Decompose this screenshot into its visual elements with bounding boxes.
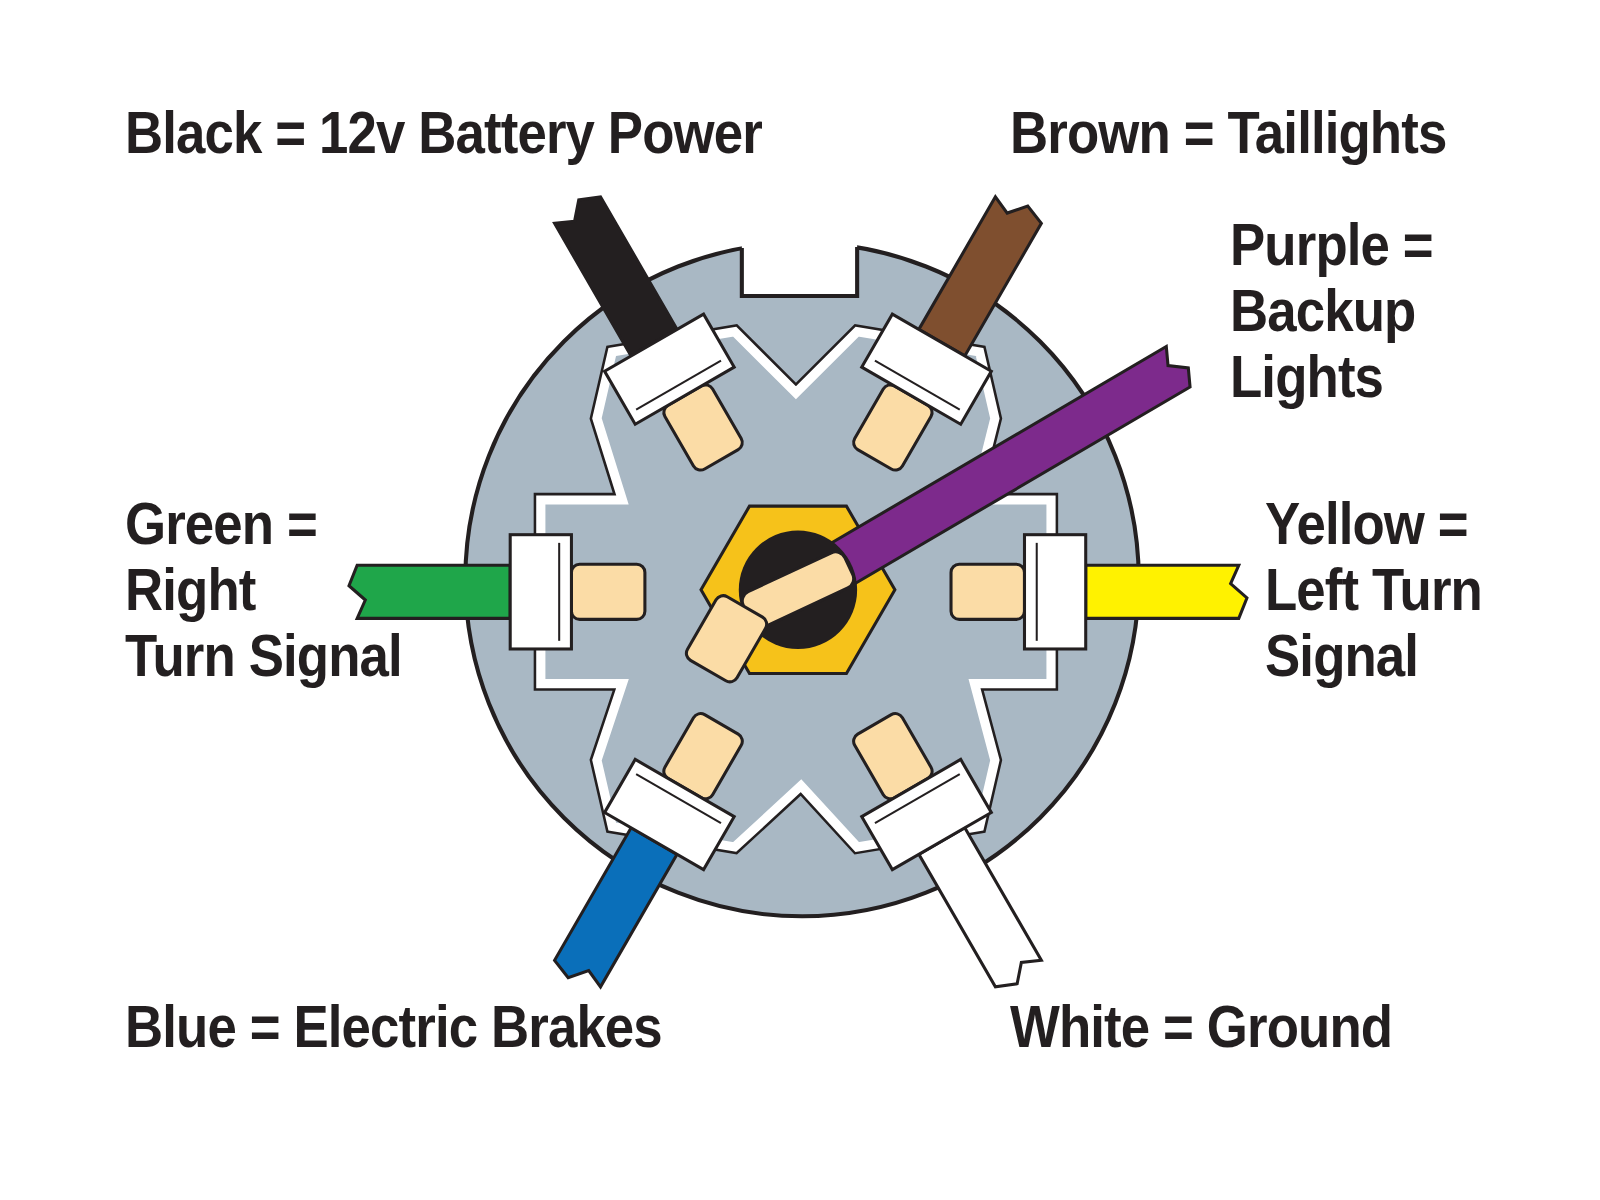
blue-wire-terminal [524,696,771,1009]
wire-label: Yellow = Left Turn Signal [1265,491,1482,689]
key-notch-edge [742,247,857,296]
wire-label: Brown = Taillights [1010,100,1446,166]
wire-label: Black = 12v Battery Power [125,100,762,166]
key-notch [742,230,857,296]
white-wire-terminal [825,696,1072,1009]
wire-label: Purple = Backup Lights [1230,212,1433,410]
wire-label: White = Ground [1010,994,1392,1060]
black-wire-terminal [524,174,771,487]
center-pin [683,342,1197,685]
connector-housing [465,243,1138,916]
wire-label: Green = Right Turn Signal [125,491,402,689]
wire-label: Blue = Electric Brakes [125,994,662,1060]
yellow-wire-terminal [951,535,1247,649]
